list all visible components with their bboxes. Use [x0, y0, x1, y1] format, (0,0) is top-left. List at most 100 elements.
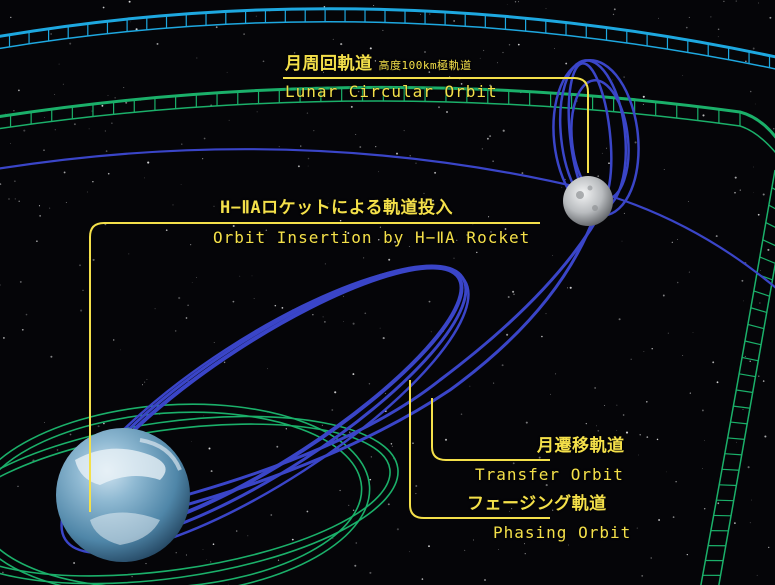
star: [493, 382, 495, 384]
star: [223, 361, 226, 364]
star: [18, 89, 20, 92]
star: [165, 229, 168, 232]
star: [25, 313, 28, 316]
star: [44, 422, 45, 423]
star: [190, 244, 192, 246]
star: [322, 71, 325, 73]
star: [518, 1, 520, 3]
star: [621, 240, 623, 242]
star: [703, 507, 706, 510]
star: [686, 553, 688, 556]
star: [293, 52, 296, 54]
star: [637, 454, 639, 456]
star: [14, 180, 16, 182]
star: [196, 57, 198, 59]
star: [349, 431, 351, 433]
star: [688, 16, 690, 18]
star: [285, 428, 287, 430]
grid-tick: [716, 499, 734, 502]
star: [145, 563, 147, 565]
star: [630, 358, 632, 361]
star: [146, 378, 148, 381]
star: [38, 205, 41, 207]
grid-tick: [727, 437, 745, 441]
star: [742, 408, 744, 410]
star: [538, 456, 541, 459]
star: [688, 271, 690, 273]
star: [735, 0, 737, 2]
star: [144, 381, 146, 383]
star: [388, 258, 391, 261]
star: [307, 165, 309, 167]
star: [352, 509, 355, 512]
star: [251, 275, 253, 277]
star: [739, 189, 741, 191]
star: [352, 322, 355, 325]
star: [191, 441, 192, 442]
star: [665, 471, 667, 473]
grid-tick: [750, 307, 768, 314]
star: [331, 409, 334, 411]
star: [646, 401, 648, 403]
star: [453, 20, 455, 22]
star: [355, 134, 357, 135]
star: [541, 335, 543, 338]
star: [753, 191, 754, 193]
star: [476, 251, 478, 254]
insertion-label-ja: H−ⅡAロケットによる軌道投入: [220, 198, 454, 218]
star: [472, 224, 474, 226]
star: [643, 351, 645, 352]
star: [368, 383, 371, 385]
star: [429, 13, 431, 15]
star: [702, 468, 703, 469]
lunar-orbit-altitude: 高度100km極軌道: [378, 59, 472, 72]
star: [5, 113, 6, 114]
star: [667, 332, 669, 334]
star: [0, 284, 1, 286]
star: [277, 559, 280, 561]
star: [717, 502, 720, 505]
star: [734, 176, 737, 179]
star: [514, 1, 517, 3]
star: [524, 553, 526, 555]
star: [517, 43, 520, 46]
star: [434, 171, 437, 174]
star: [97, 425, 100, 428]
star: [506, 333, 509, 336]
star: [352, 373, 355, 376]
star: [43, 116, 45, 118]
star: [379, 327, 381, 329]
star: [73, 123, 76, 126]
star: [307, 157, 310, 160]
star: [460, 83, 463, 85]
star: [281, 307, 284, 309]
star: [606, 147, 607, 149]
insertion-label-en: Orbit Insertion by H−ⅡA Rocket: [213, 228, 531, 247]
star: [181, 143, 183, 145]
grid-tick: [736, 389, 754, 394]
star: [19, 280, 22, 283]
star: [69, 42, 72, 45]
star: [91, 110, 93, 112]
star: [758, 375, 760, 377]
star: [147, 161, 150, 164]
star: [13, 110, 15, 112]
star: [370, 456, 372, 458]
star: [658, 17, 659, 19]
star: [623, 212, 625, 214]
star: [641, 574, 644, 577]
star: [142, 384, 143, 386]
star: [676, 281, 679, 284]
star: [704, 440, 706, 442]
star: [267, 368, 268, 370]
star: [373, 5, 375, 6]
star: [105, 150, 108, 152]
star: [525, 421, 528, 424]
star: [300, 145, 302, 147]
star: [597, 429, 600, 432]
grid-tick: [744, 340, 762, 346]
star: [112, 339, 115, 341]
grid-tick: [741, 356, 759, 362]
grid-tick: [771, 187, 775, 191]
star: [650, 557, 652, 559]
